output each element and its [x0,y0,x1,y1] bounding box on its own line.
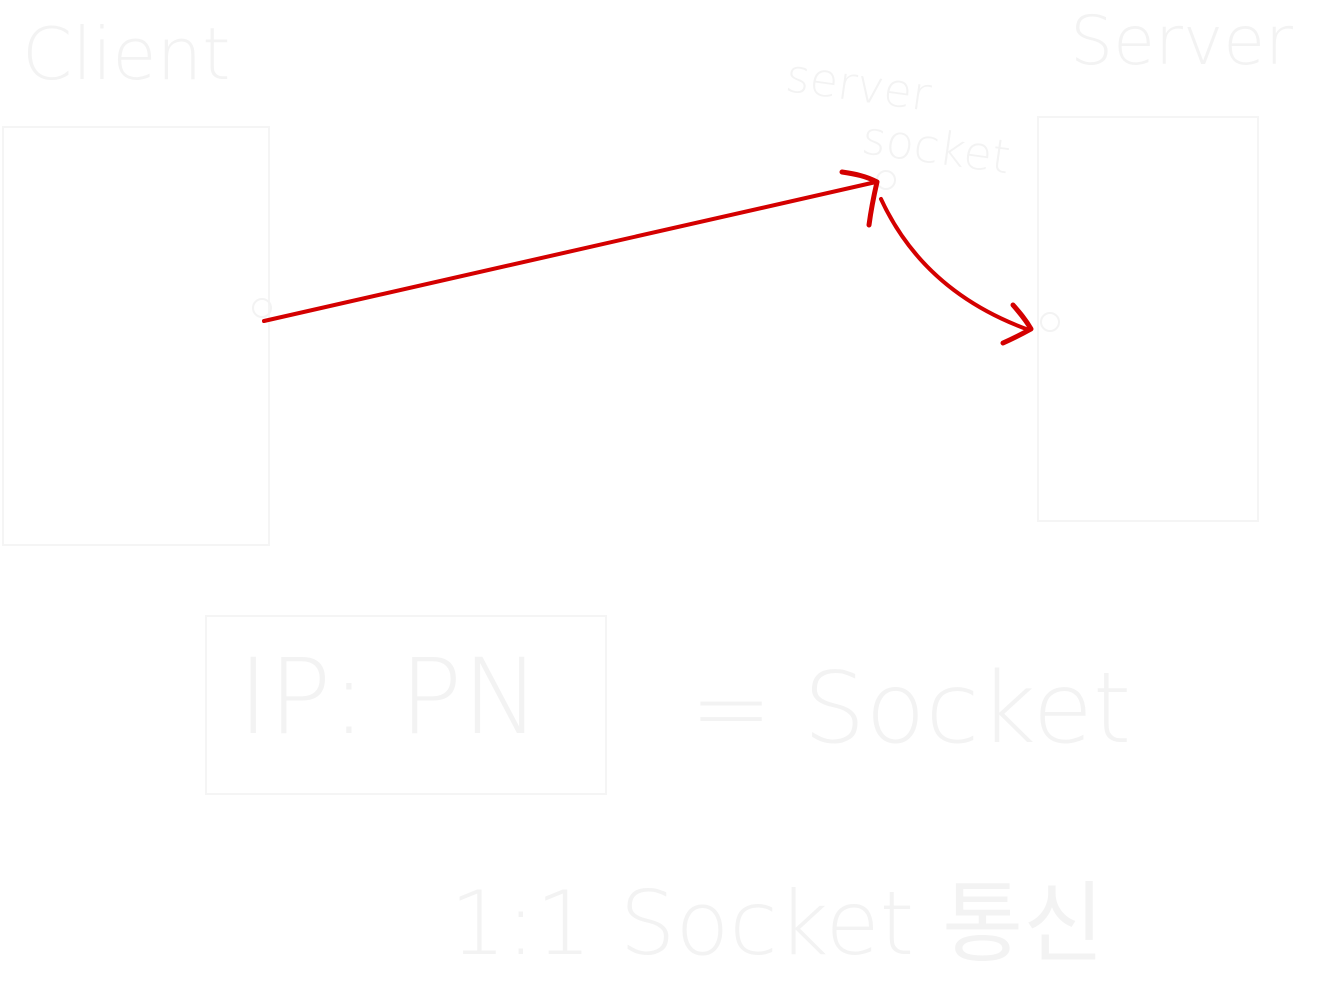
ip-pn-box [205,615,607,795]
accept-arrow [879,197,1034,346]
server-endpoint-marker [1040,312,1060,332]
ip-pn-label: IP: PN [238,636,540,758]
client-box [2,126,270,546]
server-label: Server [1070,2,1293,81]
client-socket-marker [252,298,272,318]
accept-arrow-head [1000,302,1034,346]
connect-arrow-line [262,180,878,323]
accept-arrow-line [879,197,1031,332]
connect-arrow [262,169,880,323]
one-to-one-socket-label: 1:1 Socket 통신 [450,872,1105,975]
client-label: Client [22,12,231,96]
equals-socket-label: = Socket [690,652,1132,766]
server-socket-marker [876,170,896,190]
connect-arrow-head [839,169,880,228]
server-box [1037,116,1259,522]
